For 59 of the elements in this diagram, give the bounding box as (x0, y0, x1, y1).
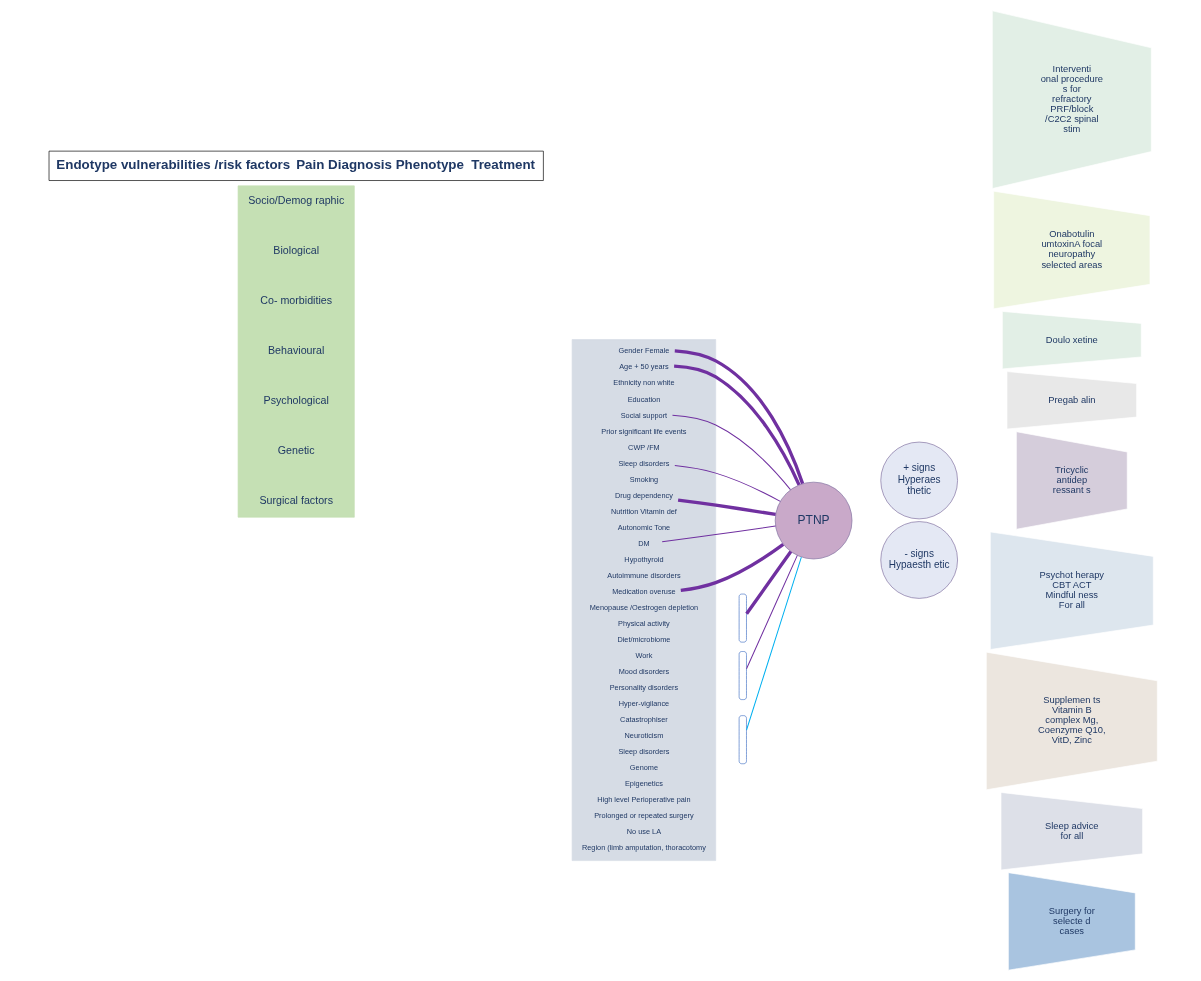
label: Endotype vulnerabilities /risk factors (56, 156, 291, 172)
node-text: Nutrition Vitamin def (610, 506, 677, 516)
node-box: Interventi onal procedure s for refractory PRF/block /C2C2 spinal stim (992, 10, 1152, 189)
node-text: Epigenetics (624, 779, 663, 789)
node-text: Personality disorders (609, 683, 679, 693)
node-text: Prolonged or repeated surgery (594, 811, 694, 821)
node-box: Doulo xetine (1002, 311, 1142, 370)
node-box: Sleep advice for all (1000, 792, 1143, 871)
node-text: Medication overuse (612, 586, 676, 596)
connector (674, 465, 781, 502)
node-text: Catastrophiser (620, 715, 668, 725)
node-text: CWP /FM (628, 442, 660, 452)
connector (677, 498, 776, 517)
connector (746, 554, 798, 670)
cluster (571, 339, 717, 861)
node-text: No use LA (626, 827, 662, 837)
node-text: Region (limb amputation, thoracotomy (582, 843, 706, 853)
node-box: Tricyclic antidep ressant s (1016, 431, 1128, 530)
node-text: Autoimmune disorders (607, 570, 681, 580)
node-text: Sleep disorders (618, 458, 670, 468)
label: Treatment (471, 156, 536, 172)
node-text: Physical activity (618, 618, 670, 628)
node-text: Mood disorders (618, 667, 670, 677)
node-circle: - signs Hypaesth etic (880, 521, 958, 599)
connector (745, 550, 793, 615)
node-bracket (738, 715, 747, 765)
node-text: Menopause /Oestrogen depletion (589, 602, 699, 612)
node-box: Socio/Demog raphic Biological Co- morbidities Behavioural Psychological Genetic Surgical factors (237, 185, 355, 518)
node-text: High level Perioperative pain (597, 795, 691, 805)
node-text: Ethnicity non white (613, 378, 675, 388)
node-box: Supplemen ts Vitamin B complex Mg, Coenzyme Q10, VitD, Zinc (985, 651, 1158, 791)
node-text: Genome (629, 763, 658, 773)
node-circle: PTNP (774, 481, 853, 560)
node-text: Work (635, 651, 653, 661)
node-text: Neuroticism (624, 731, 664, 741)
node-text: Gender Female (618, 346, 670, 356)
node-text: DM (638, 538, 650, 548)
node-text: Drug dependency (614, 490, 673, 500)
node-text: Hypothyroid (624, 554, 664, 564)
node-box: Onabotulin umtoxinA focal neuropathy selected areas (993, 190, 1151, 310)
node-bracket (738, 651, 747, 700)
label: Pain Diagnosis Phenotype (296, 156, 464, 172)
connector (746, 556, 802, 731)
node-text: Education (627, 394, 661, 404)
node-text: Autonomic Tone (617, 522, 671, 532)
connector (671, 414, 791, 491)
node-text: Smoking (629, 474, 659, 484)
node-box: Surgery for selecte d cases (1008, 872, 1136, 971)
node-text: Diet/microbiome (617, 635, 671, 645)
node-text: Social support (620, 410, 668, 420)
node-circle: + signs Hyperaes thetic (880, 441, 958, 520)
connector (680, 543, 785, 593)
node-text: Age + 50 years (619, 362, 669, 372)
node-text: Prior significant life events (601, 426, 687, 436)
connector (661, 525, 777, 543)
node-text: Sleep disorders (618, 747, 670, 757)
node-bracket (738, 593, 747, 643)
node-text: Hyper-vigilance (618, 699, 670, 709)
node-box: Psychot herapy CBT ACT Mindful ness For all (989, 531, 1154, 650)
